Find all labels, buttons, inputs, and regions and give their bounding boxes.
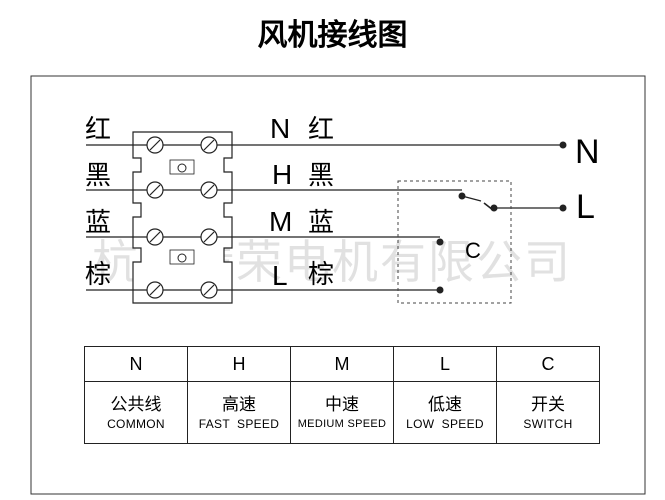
supply-terminal-l — [559, 204, 567, 212]
legend-desc-row: 公共线 COMMON 高速 FAST SPEED 中速 MEDIUM SPEED… — [84, 381, 600, 444]
legend-code: N — [84, 346, 188, 382]
left-label-brown: 棕 — [85, 260, 111, 290]
terminal-block — [132, 131, 233, 304]
legend-en: SWITCH — [523, 416, 573, 431]
mid-color-blue: 蓝 — [308, 208, 334, 238]
legend-code: H — [187, 346, 291, 382]
legend-cn: 高速 — [222, 394, 256, 415]
legend-desc-cell: 高速 FAST SPEED — [187, 381, 291, 444]
legend-desc-cell: 开关 SWITCH — [496, 381, 600, 444]
legend-cn: 公共线 — [110, 394, 162, 415]
mid-letter-n: N — [270, 113, 290, 144]
left-label-blue: 蓝 — [85, 208, 111, 238]
legend-code: L — [393, 346, 497, 382]
legend-desc-cell: 公共线 COMMON — [84, 381, 188, 444]
supply-label-l: L — [576, 188, 595, 226]
switch-link — [461, 195, 482, 202]
legend-table: N H M L C 公共线 COMMON 高速 FAST SPEED 中速 ME… — [84, 346, 600, 444]
terminal-hole — [177, 253, 187, 263]
legend-code: C — [496, 346, 600, 382]
mid-letter-h: H — [272, 159, 292, 190]
mid-color-brown: 棕 — [308, 260, 334, 290]
switch-contact-l — [436, 286, 444, 294]
terminal-divider — [169, 159, 195, 175]
diagram-title: 风机接线图 — [257, 18, 408, 53]
mid-letter-l: L — [272, 260, 288, 291]
mid-letter-m: M — [269, 206, 292, 237]
legend-desc-cell: 中速 MEDIUM SPEED — [290, 381, 394, 444]
legend-cn: 中速 — [325, 394, 359, 415]
terminal-hole — [177, 163, 187, 173]
supply-terminal-n — [559, 141, 567, 149]
legend-header-row: N H M L C — [84, 346, 600, 382]
screw-terminals — [146, 136, 218, 299]
left-label-black: 黑 — [85, 161, 111, 191]
legend-cn: 开关 — [531, 394, 565, 415]
switch-common-contact — [490, 204, 498, 212]
legend-cn: 低速 — [428, 394, 462, 415]
legend-desc-cell: 低速 LOW SPEED — [393, 381, 497, 444]
mid-color-red: 红 — [308, 115, 334, 145]
mid-color-black: 黑 — [308, 161, 334, 191]
terminal-divider — [169, 249, 195, 265]
switch-contact-m — [436, 238, 444, 246]
legend-code: M — [290, 346, 394, 382]
outer-frame — [30, 75, 646, 495]
left-label-red: 红 — [85, 115, 111, 145]
legend-en: COMMON — [107, 416, 165, 431]
legend-en: MEDIUM SPEED — [297, 417, 387, 430]
switch-box — [397, 180, 512, 304]
switch-label: C — [465, 238, 481, 263]
legend-en: LOW SPEED — [406, 416, 484, 431]
legend-en: FAST SPEED — [198, 416, 280, 431]
supply-label-n: N — [575, 133, 600, 171]
